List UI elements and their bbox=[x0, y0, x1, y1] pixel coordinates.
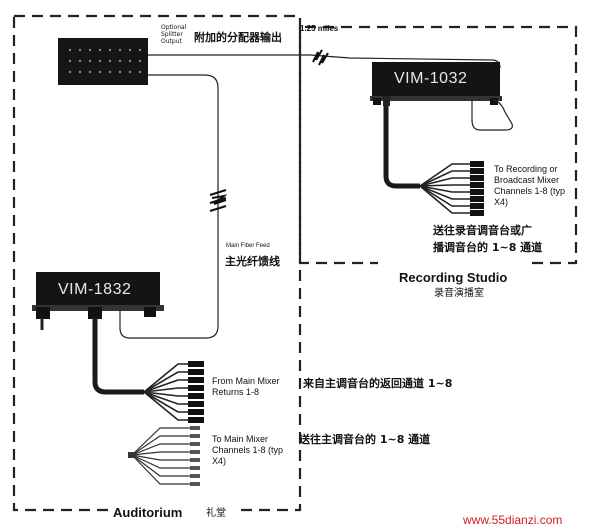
vim-1032-label: VIM-1032 bbox=[394, 70, 468, 87]
studio-loop-cable bbox=[471, 99, 513, 131]
sends-label-cn: 送往主调音台的 1~8 通道 bbox=[299, 433, 431, 446]
studio-fanout-cn-line1: 送往录音调音台或广 bbox=[433, 224, 532, 237]
studio-fanout-label: To Recording or Broadcast Mixer Channels… bbox=[494, 164, 566, 207]
returns-label-cn: 来自主调音台的返回通道 1~8 bbox=[303, 377, 453, 390]
returns-fanout-connectors bbox=[188, 361, 204, 423]
returns-label: From Main Mixer Returns 1-8 bbox=[212, 376, 280, 397]
distance-label: 1.25 miles bbox=[300, 24, 339, 33]
vim-1032-unit bbox=[370, 62, 502, 106]
watermark: www.55dianzi.com bbox=[463, 513, 563, 527]
sends-fanout-connectors bbox=[190, 426, 200, 486]
sends-label: To Main Mixer Channels 1-8 (typ X4) bbox=[212, 434, 284, 466]
vim-1832-unit bbox=[32, 272, 164, 319]
recording-studio-boundary bbox=[298, 25, 578, 265]
main-fiber-feed-label: Main Fiber Feed bbox=[226, 243, 270, 249]
studio-fanout-cn-line2: 播调音台的 1~8 通道 bbox=[433, 241, 543, 254]
vim-1832-label: VIM-1832 bbox=[58, 281, 132, 298]
splitter-caption-cn: 附加的分配器输出 bbox=[194, 31, 282, 44]
auditorium-title: Auditorium bbox=[113, 505, 183, 520]
main-fiber-feed-label-cn: 主光纤馈线 bbox=[225, 255, 280, 268]
recording-studio-title-cn: 录音演播室 bbox=[434, 288, 484, 299]
auditorium-snake-cable bbox=[92, 318, 144, 395]
link-break-mark bbox=[312, 49, 329, 66]
sends-fanout-stub bbox=[128, 452, 134, 458]
studio-fanout-connectors bbox=[470, 161, 484, 216]
splitter-unit bbox=[58, 38, 148, 85]
recording-studio-title: Recording Studio bbox=[399, 270, 508, 285]
studio-snake-cable bbox=[383, 106, 420, 189]
feed-break-mark bbox=[209, 189, 228, 212]
splitter-caption: Optional Splitter Output bbox=[161, 24, 187, 45]
auditorium-title-cn: 礼堂 bbox=[206, 508, 226, 519]
sends-fanout bbox=[131, 427, 196, 485]
main-fiber-feed bbox=[119, 74, 219, 339]
